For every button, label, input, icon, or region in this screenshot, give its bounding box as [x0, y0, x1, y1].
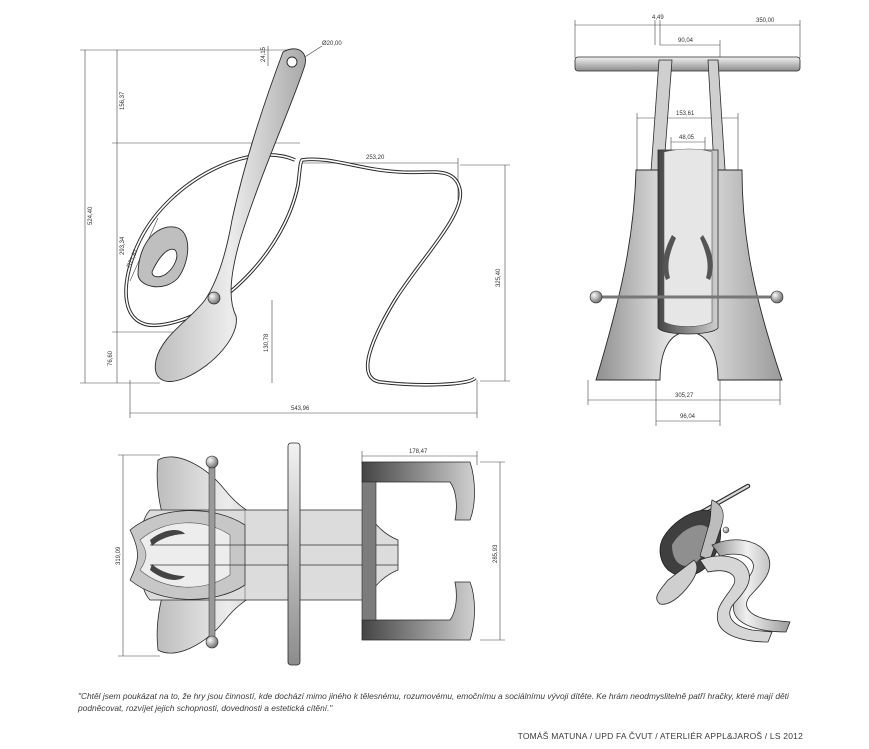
front-grip-right — [700, 235, 713, 280]
dim-loop-height: 325,40 — [496, 268, 502, 287]
top-rocker-lower — [361, 581, 475, 641]
dim-offset-top: 4,49 — [652, 15, 664, 21]
top-rocker-base — [361, 481, 377, 621]
dim-total-height: 524,40 — [88, 206, 94, 225]
dim-width-left: 319,09 — [116, 546, 122, 565]
persp-axle-ball — [722, 526, 730, 534]
designer-quote: "Chtěl jsem poukázat na to, že hry jsou … — [78, 691, 789, 713]
dim-depth: 178,47 — [409, 449, 428, 455]
dim-inner-width: 48,05 — [679, 135, 695, 141]
rocker-arm — [154, 48, 306, 382]
dim-pivot-offset: 24,15 — [261, 46, 267, 62]
dim-handle-radius: R71,87 — [126, 248, 140, 269]
axle-ball — [207, 291, 221, 305]
dim-foot-height: 76,60 — [108, 350, 114, 366]
perspective-view — [656, 483, 791, 643]
top-handlebar — [287, 442, 301, 666]
dim-mid-width: 153,61 — [676, 111, 695, 117]
front-axle-ball-right — [770, 290, 784, 304]
top-grip-lower — [150, 564, 185, 580]
persp-front-rocker — [656, 559, 698, 605]
top-axle — [208, 461, 216, 643]
author-credit: TOMÁŠ MATUNA / UPD FA ČVUT / ATERLIÉR AP… — [517, 731, 803, 741]
side-dimension-lines — [80, 45, 510, 418]
side-view: 24,15 Ø20,00 156,37 524,40 R71,87 293,34… — [80, 41, 510, 418]
dim-lower-height: 130,78 — [264, 333, 270, 352]
dim-top-width: 90,04 — [678, 38, 694, 44]
dim-seat-height: 293,34 — [120, 236, 126, 255]
dim-bar-length: 350,00 — [756, 18, 775, 24]
dim-width-right: 285,93 — [493, 544, 499, 563]
front-grip-left — [663, 235, 676, 280]
handle-ring — [137, 226, 189, 288]
persp-rear-ribbon-1 — [711, 539, 791, 633]
top-axle-ball-lower — [205, 635, 219, 649]
front-view: 4,49 350,00 90,04 153,61 48,05 305,27 96… — [574, 15, 801, 426]
top-rocker-upper — [361, 461, 475, 521]
persp-rear-ribbon-2 — [699, 555, 773, 643]
dim-pivot-diameter: Ø20,00 — [322, 41, 342, 47]
top-grip-upper — [150, 530, 185, 546]
front-handlebar — [574, 56, 801, 72]
pivot-hole — [286, 56, 298, 68]
top-view: 178,47 319,09 285,93 — [116, 442, 505, 666]
top-axle-ball-upper — [205, 455, 219, 469]
front-axle-ball-left — [589, 290, 603, 304]
dim-base-inner: 96,04 — [680, 414, 696, 420]
top-dimension-lines — [118, 451, 505, 657]
dim-loop-width: 253,20 — [366, 155, 385, 161]
dim-base-width: 305,27 — [675, 393, 694, 399]
dim-upper-height: 156,37 — [120, 91, 126, 110]
dim-total-width: 543,96 — [291, 406, 310, 412]
